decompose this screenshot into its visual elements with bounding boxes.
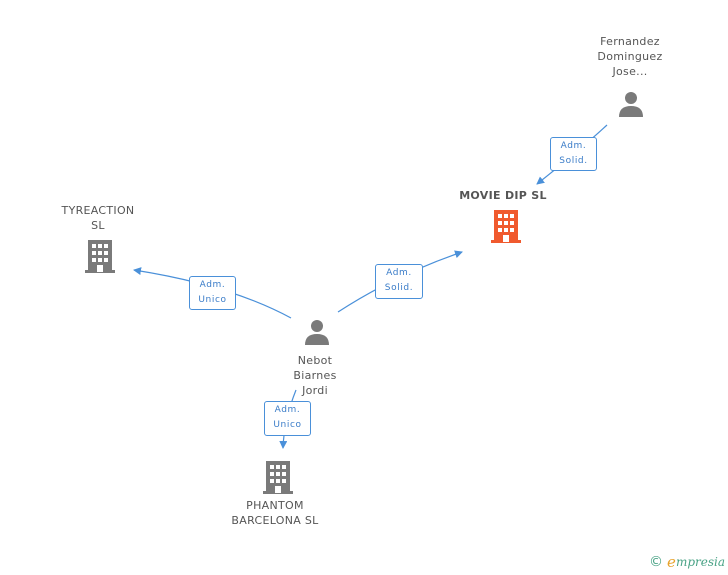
node-label-line: PHANTOM (246, 499, 304, 512)
building-icon[interactable] (262, 459, 294, 495)
node-label-movie-dip[interactable]: MOVIE DIP SL (440, 188, 566, 203)
person-icon[interactable] (617, 90, 645, 118)
copyright-icon: © (649, 554, 664, 570)
node-label-line: BARCELONA SL (231, 514, 319, 527)
edge-badge-line: Solid. (559, 156, 588, 166)
node-label-line: Biarnes (293, 369, 337, 382)
edge-badge-nebot-phantom[interactable]: Adm. Unico (264, 401, 311, 436)
person-icon[interactable] (303, 318, 331, 346)
node-label-tyreaction[interactable]: TYREACTION SL (48, 203, 148, 233)
brand-logo-text: mpresia (675, 555, 725, 569)
building-icon[interactable] (84, 238, 116, 274)
node-label-line: Dominguez (597, 50, 663, 63)
edge-badge-nebot-movie-dip[interactable]: Adm. Solid. (375, 264, 423, 299)
building-icon[interactable] (490, 208, 522, 244)
node-label-line: TYREACTION (61, 204, 135, 217)
edge-badge-line: Solid. (384, 283, 414, 293)
node-label-line: MOVIE DIP SL (459, 189, 547, 202)
node-label-line: SL (91, 219, 105, 232)
node-label-line: Nebot (297, 354, 333, 367)
node-label-line: Fernandez (600, 35, 660, 48)
edge-badge-line: Adm. (386, 268, 412, 278)
edge-badge-line: Unico (198, 295, 227, 305)
edge-badge-line: Adm. (560, 141, 587, 151)
brand-footer[interactable]: © e mpresia (649, 553, 725, 571)
edge-badge-line: Adm. (274, 405, 301, 415)
node-label-nebot[interactable]: Nebot Biarnes Jordi (270, 353, 360, 398)
node-label-line: Jose... (612, 65, 648, 78)
edge-badge-nebot-tyreaction[interactable]: Adm. Unico (189, 276, 236, 310)
edge-badge-line: Unico (273, 420, 302, 430)
node-label-fernandez[interactable]: Fernandez Dominguez Jose... (582, 34, 678, 79)
node-label-line: Jordi (302, 384, 328, 397)
edge-badge-fernandez-movie-dip[interactable]: Adm. Solid. (550, 137, 597, 171)
node-label-phantom[interactable]: PHANTOM BARCELONA SL (220, 498, 330, 528)
brand-logo-letter: e (667, 553, 676, 571)
edge-badge-line: Adm. (199, 280, 226, 290)
